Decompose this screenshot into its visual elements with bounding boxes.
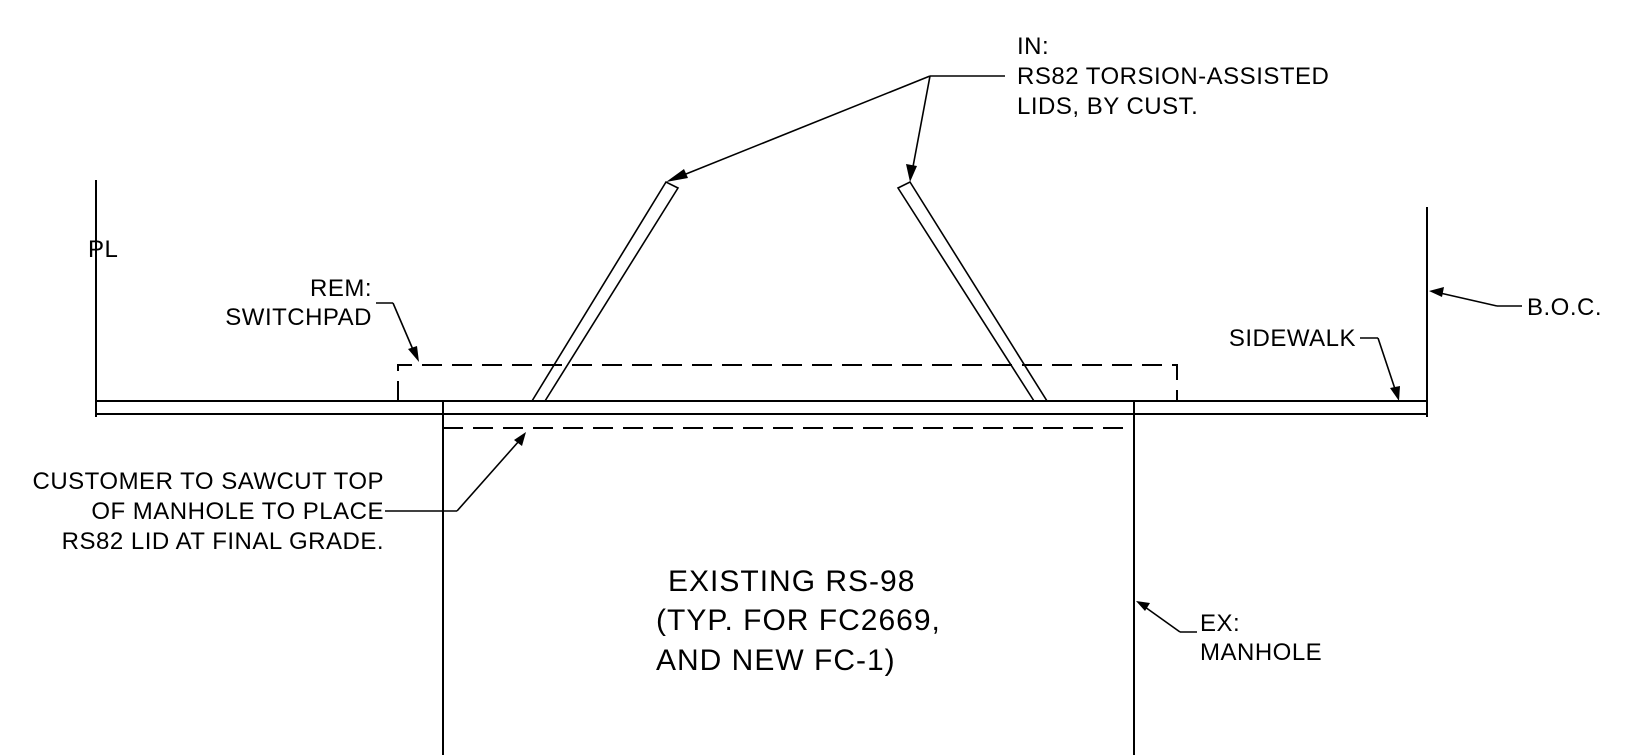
lids-leader [666,75,1005,182]
property-line-label: PL [88,236,118,263]
sidewalk-label: SIDEWALK [1229,325,1356,352]
sawcut-leader [385,432,526,512]
sawcut-note-line2: OF MANHOLE TO PLACE [91,498,384,525]
existing-structure-line3: AND NEW FC-1) [656,644,896,677]
sidewalk-slab [96,400,1427,415]
boc-leader [1429,287,1522,307]
switchpad-label: SWITCHPAD [225,304,372,331]
lids-label-line1: RS82 TORSION-ASSISTED [1017,63,1329,90]
manhole-leader [1136,601,1197,633]
switchpad-outline [397,364,1178,401]
in-label: IN: [1017,33,1049,60]
existing-structure-line2: (TYP. FOR FC2669, [656,604,941,637]
lid-right [896,180,1049,402]
sidewalk-leader [1360,337,1400,401]
lids-label-line2: LIDS, BY CUST. [1017,93,1198,120]
sawcut-note-line3: RS82 LID AT FINAL GRADE. [62,528,384,555]
ex-label: EX: [1200,610,1240,637]
existing-structure-line1: EXISTING RS-98 [668,565,915,598]
sawcut-note-line1: CUSTOMER TO SAWCUT TOP [33,468,385,495]
switchpad-leader [376,302,419,362]
existing-manhole [442,401,1135,755]
lid-left [530,180,680,402]
boc-label: B.O.C. [1527,294,1602,321]
rem-label: REM: [310,275,372,302]
manhole-label: MANHOLE [1200,639,1322,666]
